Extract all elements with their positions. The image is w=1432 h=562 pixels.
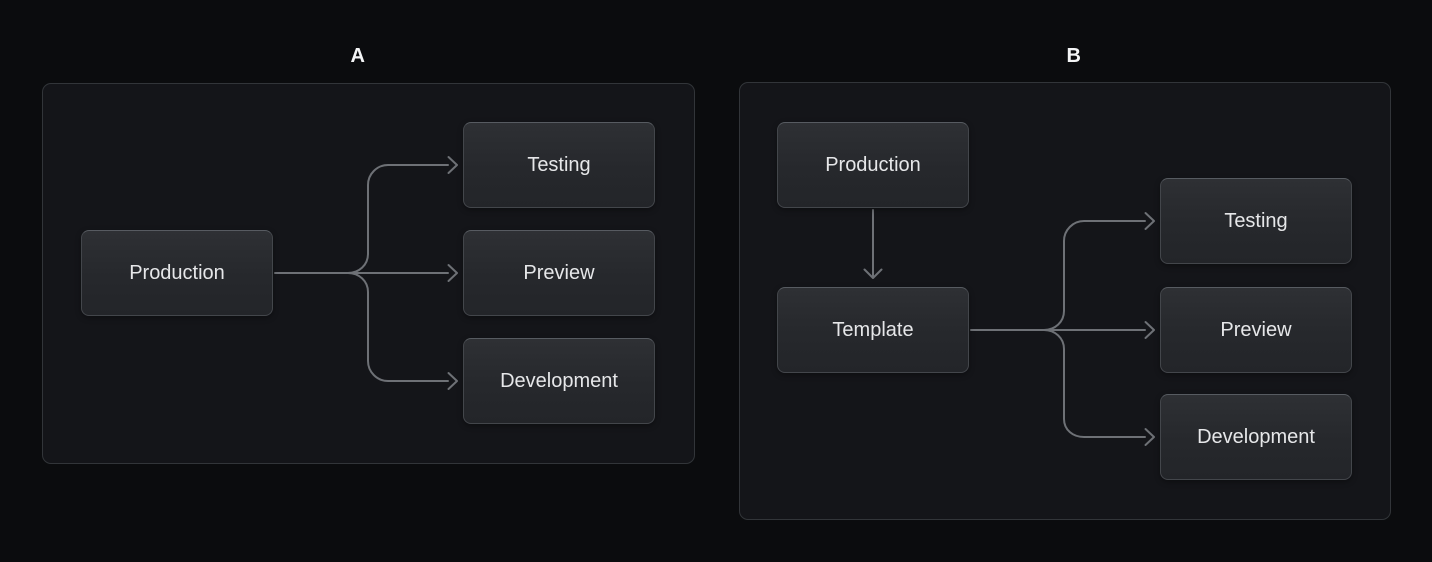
node-preview-a: Preview (463, 230, 655, 316)
diagram-a-title: A (350, 45, 366, 67)
node-development-b: Development (1160, 394, 1352, 480)
node-production-a: Production (81, 230, 273, 316)
node-preview-b: Preview (1160, 287, 1352, 373)
node-production-b: Production (777, 122, 969, 208)
diagram-b-title: B (1066, 45, 1082, 67)
node-testing-b: Testing (1160, 178, 1352, 264)
node-development-a: Development (463, 338, 655, 424)
node-testing-a: Testing (463, 122, 655, 208)
node-template-b: Template (777, 287, 969, 373)
